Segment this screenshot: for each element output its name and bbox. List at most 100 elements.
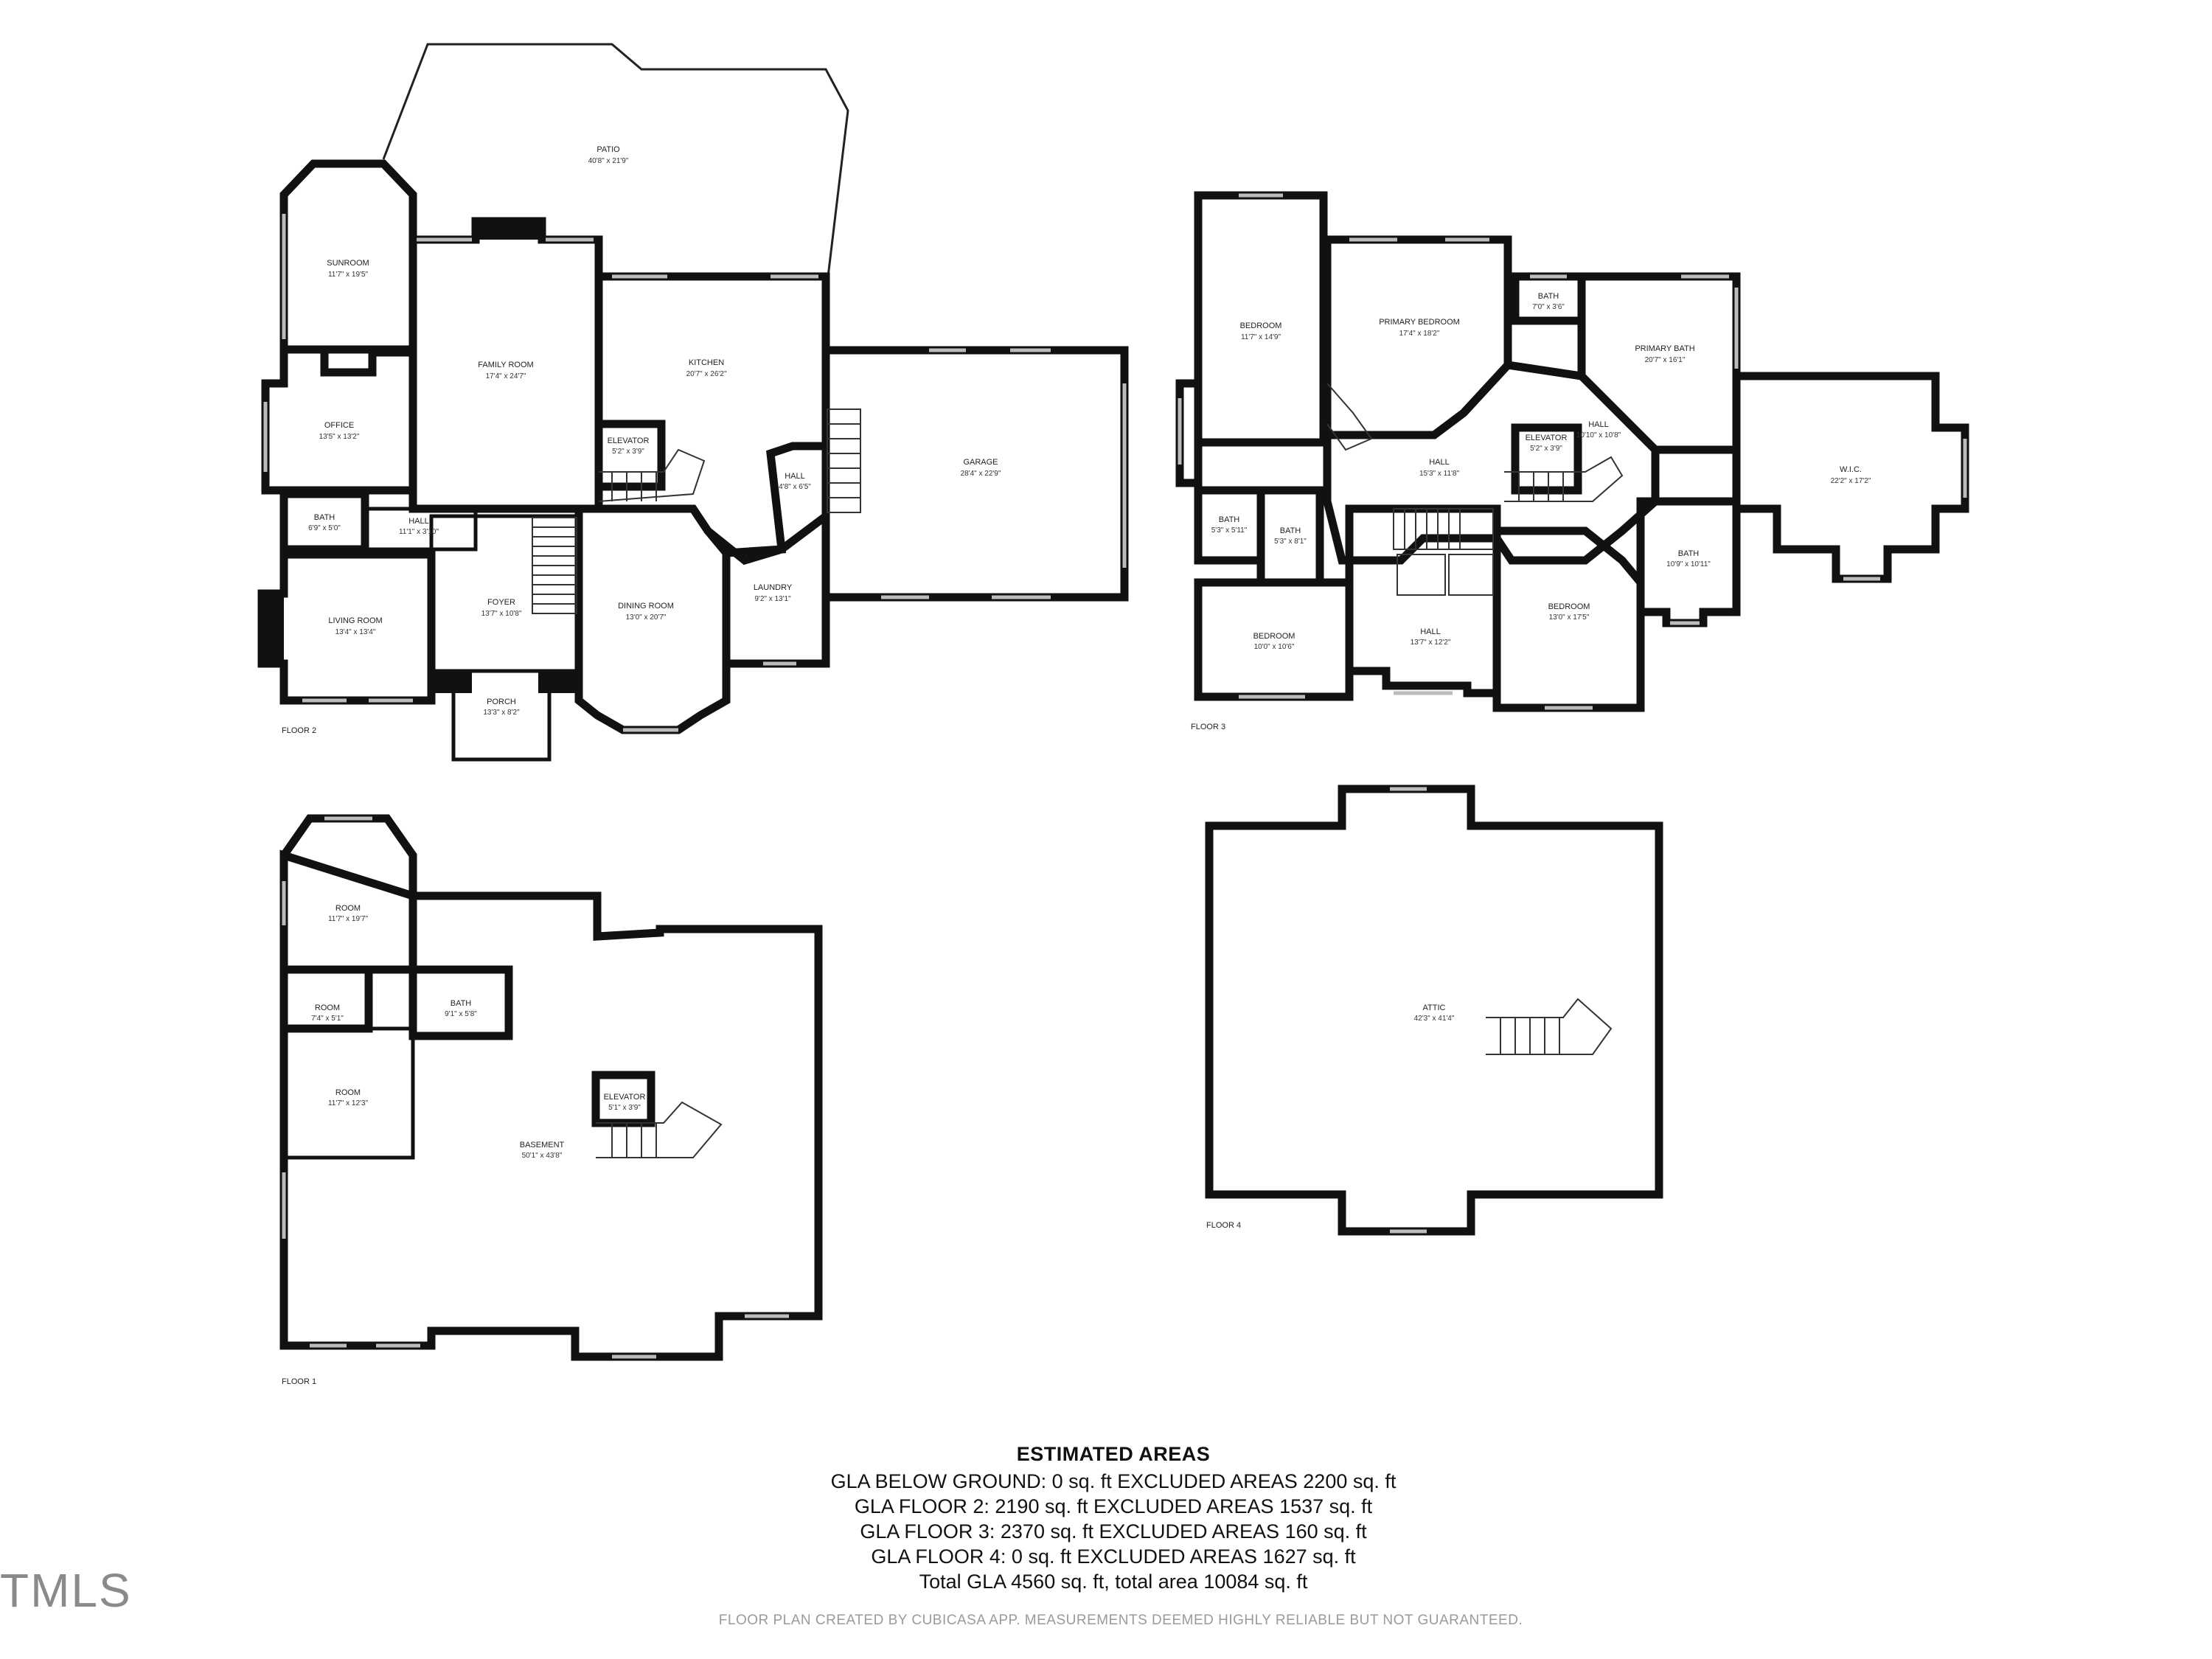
bath-f3-b-walls (1194, 486, 1265, 565)
patio-outline (382, 43, 849, 296)
dim-bedroom-f3-b: 10'0" x 10'6" (1254, 643, 1295, 651)
label-living-room: LIVING ROOM (328, 616, 382, 625)
floor-1-plan (279, 814, 823, 1361)
stairs-f4 (1486, 998, 1613, 1055)
label-elevator-f1: ELEVATOR (604, 1093, 646, 1102)
dim-primary-bath: 20'7" x 16'1" (1645, 356, 1686, 364)
hall-f2-walls (363, 507, 478, 552)
label-patio: PATIO (597, 145, 620, 154)
dim-kitchen: 20'7" x 26'2" (686, 370, 727, 378)
dim-bath-f2: 6'9" x 5'0" (308, 524, 341, 532)
office-walls (261, 345, 417, 495)
label-porch: PORCH (487, 698, 516, 706)
dim-porch: 13'3" x 8'2" (483, 709, 520, 717)
fireplace-family-room (476, 221, 542, 240)
summary-line-floor-3: GLA FLOOR 3: 2370 sq. ft EXCLUDED AREAS … (860, 1520, 1367, 1543)
label-hall-f3-b: HALL (1429, 458, 1450, 467)
dim-room-f1-c: 11'7" x 12'3" (328, 1099, 369, 1107)
dim-bath-f3-c: 5'3" x 8'1" (1274, 538, 1307, 546)
dining-room-walls (574, 504, 731, 734)
windows-f1 (282, 816, 789, 1359)
windows-f4 (1390, 787, 1427, 1234)
hall-f3-walls (1323, 361, 1660, 565)
label-basement: BASEMENT (520, 1141, 565, 1150)
floor-label-4: FLOOR 4 (1206, 1221, 1241, 1230)
basement-walls (279, 849, 823, 1361)
floor-label-1: FLOOR 1 (282, 1377, 316, 1386)
mls-logo: TMLS (0, 1564, 132, 1617)
summary-title: ESTIMATED AREAS (1016, 1443, 1211, 1465)
label-office: OFFICE (324, 421, 354, 430)
label-bath-f3-a: BATH (1538, 292, 1559, 301)
dim-elevator-f3: 5'2" x 3'9" (1530, 445, 1562, 453)
label-room-f1-a: ROOM (335, 904, 361, 913)
bath-f3-c-walls (1256, 486, 1324, 587)
living-room-walls (257, 550, 436, 705)
dim-garage: 28'4" x 22'9" (961, 470, 1001, 478)
kitchen-walls (594, 272, 830, 566)
floor-4-plan (1205, 785, 1663, 1236)
label-garage: GARAGE (963, 458, 998, 467)
summary-line-total: Total GLA 4560 sq. ft, total area 10084 … (919, 1571, 1308, 1593)
stairs-f3 (1326, 383, 1624, 596)
label-room-f1-b: ROOM (315, 1004, 340, 1012)
dim-attic: 42'3" x 41'4" (1414, 1015, 1455, 1023)
dim-bath-f3-d: 10'9" x 10'11" (1666, 560, 1711, 568)
dim-wic: 22'2" x 17'2" (1831, 477, 1871, 485)
dim-room-f1-b: 7'4" x 5'1" (311, 1015, 344, 1023)
label-elevator-f2: ELEVATOR (608, 437, 650, 445)
label-wic: W.I.C. (1840, 465, 1862, 474)
label-elevator-f3: ELEVATOR (1526, 434, 1568, 442)
fireplace-living-room (262, 594, 284, 664)
label-primary-bedroom: PRIMARY BEDROOM (1379, 318, 1460, 327)
wic-walls (1732, 372, 1969, 583)
dim-bedroom-f3-a: 11'7" x 14'9" (1241, 333, 1281, 341)
label-bath-f3-c: BATH (1280, 526, 1301, 535)
label-bath-f2: BATH (314, 513, 335, 522)
elevator-f3-walls (1511, 423, 1582, 495)
bath-f1-walls (408, 965, 513, 1040)
floor-label-3: FLOOR 3 (1191, 723, 1225, 731)
dim-bath-f3-b: 5'3" x 5'11" (1211, 526, 1248, 535)
label-hall-f2-small: HALL (785, 472, 805, 481)
windows-f2 (263, 214, 1127, 732)
stairs-f2-garage (827, 408, 861, 513)
dim-bath-f1: 9'1" x 5'8" (445, 1010, 477, 1018)
elevator-f2-walls (594, 420, 666, 491)
label-hall-f3-c: HALL (1420, 627, 1441, 636)
laundry-walls (722, 442, 830, 668)
dim-elevator-f1: 5'1" x 3'9" (608, 1104, 641, 1112)
windows-f3 (1178, 193, 1967, 710)
bath-f3-d-walls (1636, 497, 1741, 627)
label-bedroom-f3-c: BEDROOM (1548, 602, 1590, 611)
floor-label-2: FLOOR 2 (282, 726, 316, 735)
label-hall-f3-a: HALL (1588, 420, 1609, 429)
dim-hall-f2: 11'1" x 3'10" (399, 528, 439, 536)
label-laundry: LAUNDRY (754, 583, 793, 592)
label-bath-f3-b: BATH (1219, 515, 1240, 524)
porch-outline (451, 686, 552, 762)
dim-hall-f3-a: 10'10" x 10'8" (1576, 431, 1621, 439)
label-bath-f3-d: BATH (1678, 549, 1700, 558)
label-room-f1-c: ROOM (335, 1088, 361, 1097)
dim-living-room: 13'4" x 13'4" (335, 628, 376, 636)
attic-walls (1205, 785, 1663, 1236)
stairs-f2-main (532, 517, 577, 614)
label-bedroom-f3-b: BEDROOM (1253, 632, 1295, 641)
dim-primary-bedroom: 17'4" x 18'2" (1399, 330, 1440, 338)
dim-laundry: 9'2" x 13'1" (754, 595, 791, 603)
dim-dining-room: 13'0" x 20'7" (626, 613, 667, 622)
summary-line-below-ground: GLA BELOW GROUND: 0 sq. ft EXCLUDED AREA… (830, 1470, 1397, 1492)
label-kitchen: KITCHEN (689, 358, 724, 367)
sunroom-walls (279, 159, 417, 377)
summary-line-floor-2: GLA FLOOR 2: 2190 sq. ft EXCLUDED AREAS … (854, 1495, 1373, 1517)
label-hall-f2: HALL (408, 517, 429, 526)
label-bath-f1: BATH (451, 999, 472, 1008)
disclaimer-footer: FLOOR PLAN CREATED BY CUBICASA APP. MEAS… (718, 1613, 1523, 1628)
dim-basement: 50'1" x 43'8" (522, 1152, 563, 1160)
summary-line-floor-4: GLA FLOOR 4: 0 sq. ft EXCLUDED AREAS 162… (871, 1545, 1356, 1568)
label-foyer: FOYER (487, 598, 515, 607)
dim-hall-f3-b: 15'3" x 11'8" (1419, 470, 1460, 478)
dim-elevator-f2: 5'2" x 3'9" (612, 448, 644, 456)
